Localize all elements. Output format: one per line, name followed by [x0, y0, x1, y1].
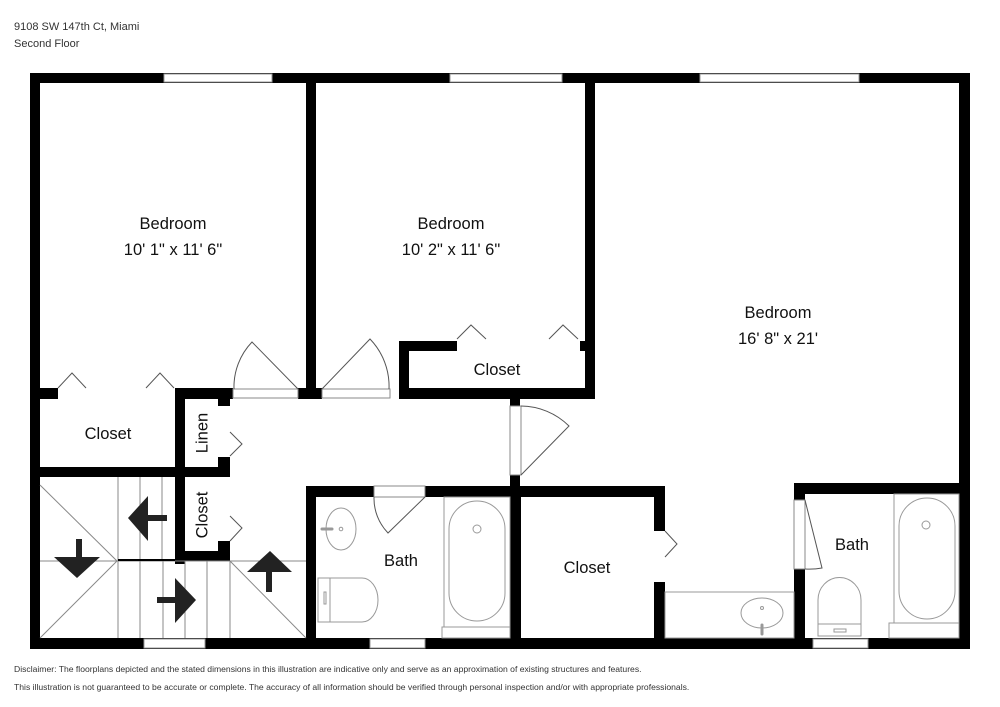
window-icon: [699, 73, 860, 83]
room-bedroom-2: Bedroom 10' 2" x 11' 6": [402, 211, 500, 263]
property-address: 9108 SW 147th Ct, Miami: [14, 21, 140, 33]
bathtub-icon: [443, 496, 511, 628]
doors: [57, 324, 823, 570]
room-bath-2: Bath: [835, 536, 869, 554]
room-dimensions: 16' 8" x 21': [737, 330, 819, 348]
bath2-fixtures: [664, 493, 960, 639]
stair-arrows: [54, 496, 292, 623]
bath1-fixtures: [317, 496, 511, 639]
room-name: Bedroom: [139, 215, 207, 233]
window-icon: [143, 638, 206, 649]
windows: [143, 73, 869, 649]
arrow-left-icon: [128, 496, 167, 541]
room-name: Bedroom: [417, 215, 485, 233]
arrow-right-icon: [157, 578, 196, 623]
room-dimensions: 10' 1" x 11' 6": [123, 241, 223, 259]
disclaimer-line-2: This illustration is not guaranteed to b…: [14, 682, 690, 692]
window-icon: [163, 73, 273, 83]
room-closet-1: Closet: [84, 425, 132, 443]
room-bedroom-3: Bedroom 16' 8" x 21': [738, 300, 818, 352]
room-closet-4: Closet: [563, 559, 611, 577]
room-bath-1: Bath: [384, 552, 418, 570]
disclaimer-line-1: Disclaimer: The floorplans depicted and …: [14, 664, 642, 674]
arrow-down-icon: [54, 539, 100, 578]
window-icon: [812, 638, 869, 649]
room-linen: Linen: [193, 412, 212, 454]
bathtub-icon: [893, 493, 960, 624]
interior-walls: [30, 73, 970, 649]
toilet-icon: [317, 577, 379, 623]
floor-label: Second Floor: [14, 38, 80, 50]
room-bedroom-1: Bedroom 10' 1" x 11' 6": [124, 211, 222, 263]
room-name: Bedroom: [744, 304, 812, 322]
room-closet-3: Closet: [193, 491, 212, 539]
room-dimensions: 10' 2" x 11' 6": [401, 241, 501, 259]
toilet-icon: [817, 576, 862, 637]
window-icon: [449, 73, 563, 83]
arrow-up-icon: [247, 551, 292, 592]
window-icon: [369, 638, 426, 649]
room-closet-2: Closet: [473, 361, 521, 379]
